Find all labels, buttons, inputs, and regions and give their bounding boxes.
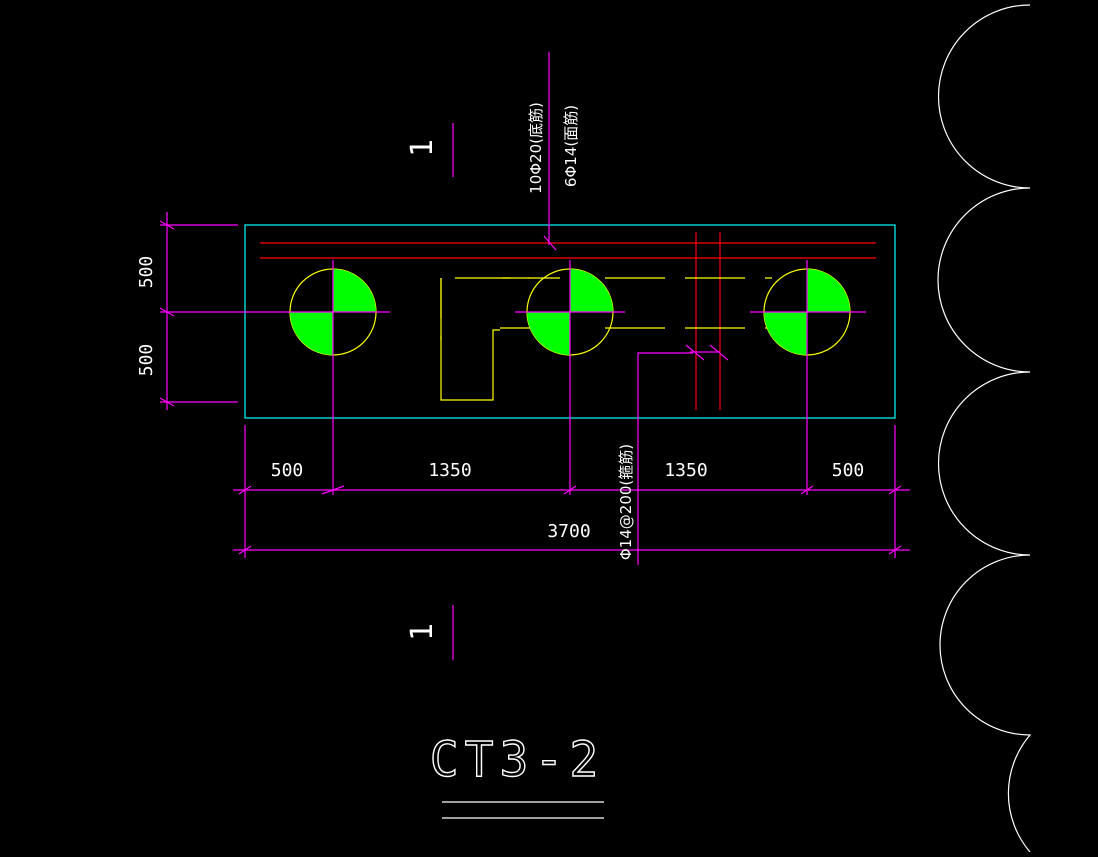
dimension-lines [159,52,910,660]
section-mark-top: 1 [405,139,440,157]
dim-span-1350-a: 1350 [428,460,471,481]
dim-right-500: 500 [832,460,865,481]
rebar-note-bottom: 10Φ20(底筋) [527,102,545,194]
dim-vertical-lower-500: 500 [136,344,157,377]
drawing-title: CT3-2 [430,732,605,788]
section-mark-bottom: 1 [405,623,440,641]
dim-vertical-upper-500: 500 [136,256,157,289]
rebar-note-stirrup: Φ14@200(箍筋) [617,444,635,560]
dim-left-500: 500 [271,460,304,481]
title-underline [442,801,604,819]
dim-overall-3700: 3700 [547,521,590,542]
rebar-note-top: 6Φ14(面筋) [562,105,580,187]
rebar-lines [260,232,876,410]
dim-span-1350-b: 1350 [664,460,707,481]
break-line [937,4,1032,853]
